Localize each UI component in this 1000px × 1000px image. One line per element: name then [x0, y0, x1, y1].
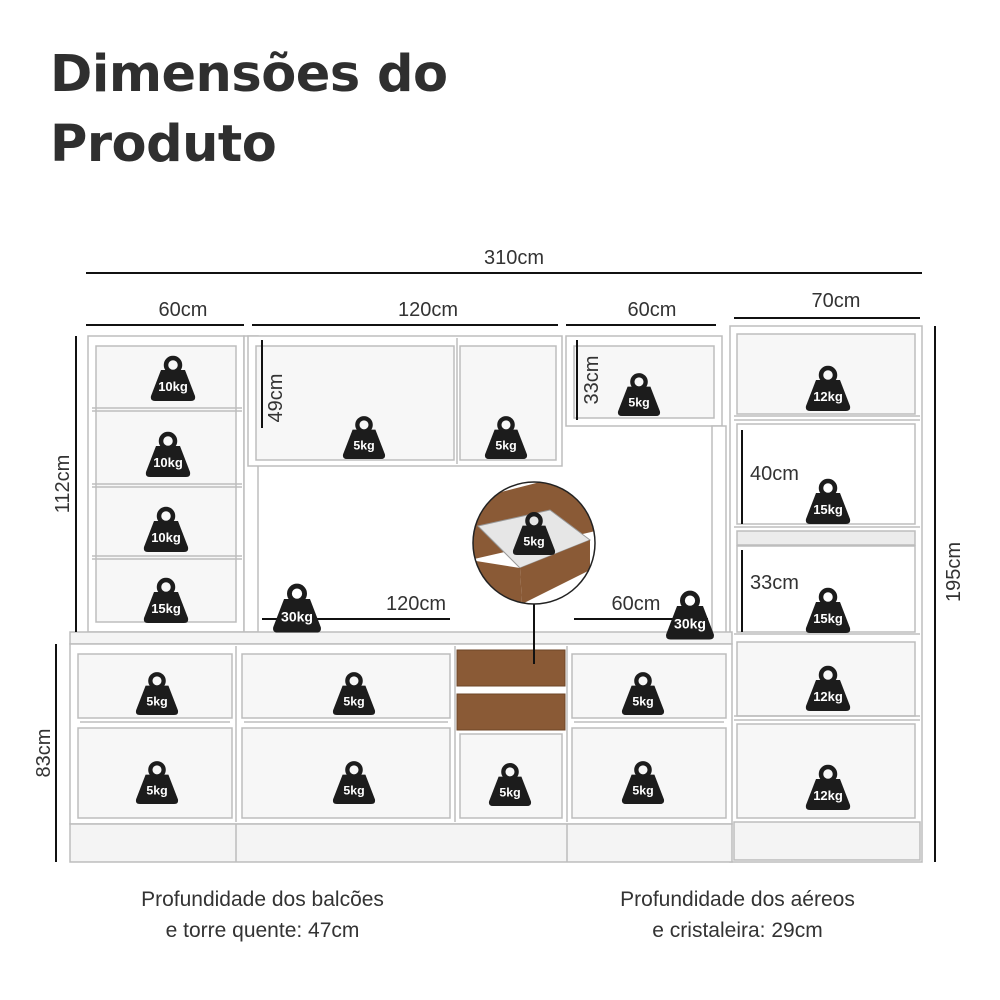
weight-icon: 15kg: [805, 478, 851, 524]
weight-icon: 5kg: [135, 672, 179, 716]
center-upper-height-label: 49cm: [265, 374, 287, 423]
weight-icon: 12kg: [805, 764, 851, 810]
tower-lower-niche-label: 33cm: [750, 572, 799, 594]
title-line-2: Produto: [50, 115, 277, 174]
weight-label: 15kg: [151, 601, 181, 616]
weight-label: 5kg: [632, 784, 653, 798]
weight-icon: 30kg: [666, 590, 714, 640]
weight-icon: 5kg: [332, 672, 376, 716]
weight-icon: 5kg: [621, 672, 665, 716]
left-upper-height-label: 112cm: [52, 455, 74, 514]
page-title: Dimensões do Produto: [50, 40, 510, 180]
weight-icon: 10kg: [145, 431, 191, 477]
base-height-label: 83cm: [33, 729, 55, 778]
weight-icon: 12kg: [805, 365, 851, 411]
depth-note-base-line-2: e torre quente: 47cm: [165, 919, 360, 942]
weight-label: 10kg: [151, 530, 181, 545]
weight-icon: 15kg: [805, 587, 851, 633]
depth-note-upper-line-1: Profundidade dos aéreos: [620, 888, 855, 911]
weight-icon: 5kg: [342, 416, 386, 460]
weight-label: 15kg: [813, 502, 843, 517]
right-upper-height-label: 33cm: [581, 356, 603, 405]
weight-label: 5kg: [632, 695, 653, 709]
weight-icons: 10kg 10kg 10kg 15kg 5kg 5kg 5kg 12kg 15kg 15kg 12k…: [135, 355, 851, 810]
weight-label: 10kg: [158, 379, 188, 394]
weight-label: 5kg: [343, 784, 364, 798]
weight-icon: 5kg: [617, 373, 661, 417]
weight-icon: 10kg: [143, 506, 189, 552]
weight-label: 5kg: [628, 396, 649, 410]
weight-label: 12kg: [813, 389, 843, 404]
drawer-front-2: [456, 693, 566, 731]
weight-label: 5kg: [499, 786, 520, 800]
weight-label: 5kg: [523, 535, 544, 549]
weight-label: 5kg: [146, 784, 167, 798]
weight-icon: 5kg: [135, 761, 179, 805]
weight-icon: 5kg: [332, 761, 376, 805]
furniture-structure: [69, 325, 923, 863]
center-upper-width-label: 120cm: [398, 299, 458, 321]
weight-icon: 10kg: [150, 355, 196, 401]
weight-label: 5kg: [495, 439, 516, 453]
weight-icon: 5kg: [512, 512, 556, 556]
weight-label: 15kg: [813, 611, 843, 626]
dimension-labels: 310cm 60cm 120cm 60cm 70cm 112cm 83cm 19…: [33, 247, 965, 777]
weight-icon: 5kg: [484, 416, 528, 460]
total-height-label: 195cm: [943, 542, 965, 602]
weight-label: 5kg: [146, 695, 167, 709]
weight-label: 12kg: [813, 788, 843, 803]
weight-icon: 12kg: [805, 665, 851, 711]
counter-center-width-label: 120cm: [386, 593, 446, 615]
depth-note-base-line-1: Profundidade dos balcões: [141, 888, 384, 911]
weight-icon: 30kg: [273, 583, 321, 633]
depth-note-base: Profundidade dos balcões e torre quente:…: [90, 884, 435, 946]
total-width-label: 310cm: [484, 247, 544, 269]
weight-label: 12kg: [813, 689, 843, 704]
weight-icon: 5kg: [621, 761, 665, 805]
drawer-front-1: [456, 649, 566, 687]
weight-label: 30kg: [281, 609, 313, 625]
depth-note-upper-line-2: e cristaleira: 29cm: [652, 919, 823, 942]
depth-note-upper: Profundidade dos aéreos e cristaleira: 2…: [570, 884, 905, 946]
left-upper-width-label: 60cm: [159, 299, 208, 321]
counter-right-width-label: 60cm: [612, 593, 661, 615]
weight-label: 30kg: [674, 616, 706, 632]
weight-label: 10kg: [153, 455, 183, 470]
weight-label: 5kg: [353, 439, 374, 453]
weight-icon: 15kg: [143, 577, 189, 623]
tower-width-label: 70cm: [812, 290, 861, 312]
weight-label: 5kg: [343, 695, 364, 709]
tower-upper-niche-label: 40cm: [750, 463, 799, 485]
weight-icon: 5kg: [488, 763, 532, 807]
right-upper-width-label: 60cm: [628, 299, 677, 321]
title-line-1: Dimensões do: [50, 45, 448, 104]
counter-top: [69, 631, 733, 645]
